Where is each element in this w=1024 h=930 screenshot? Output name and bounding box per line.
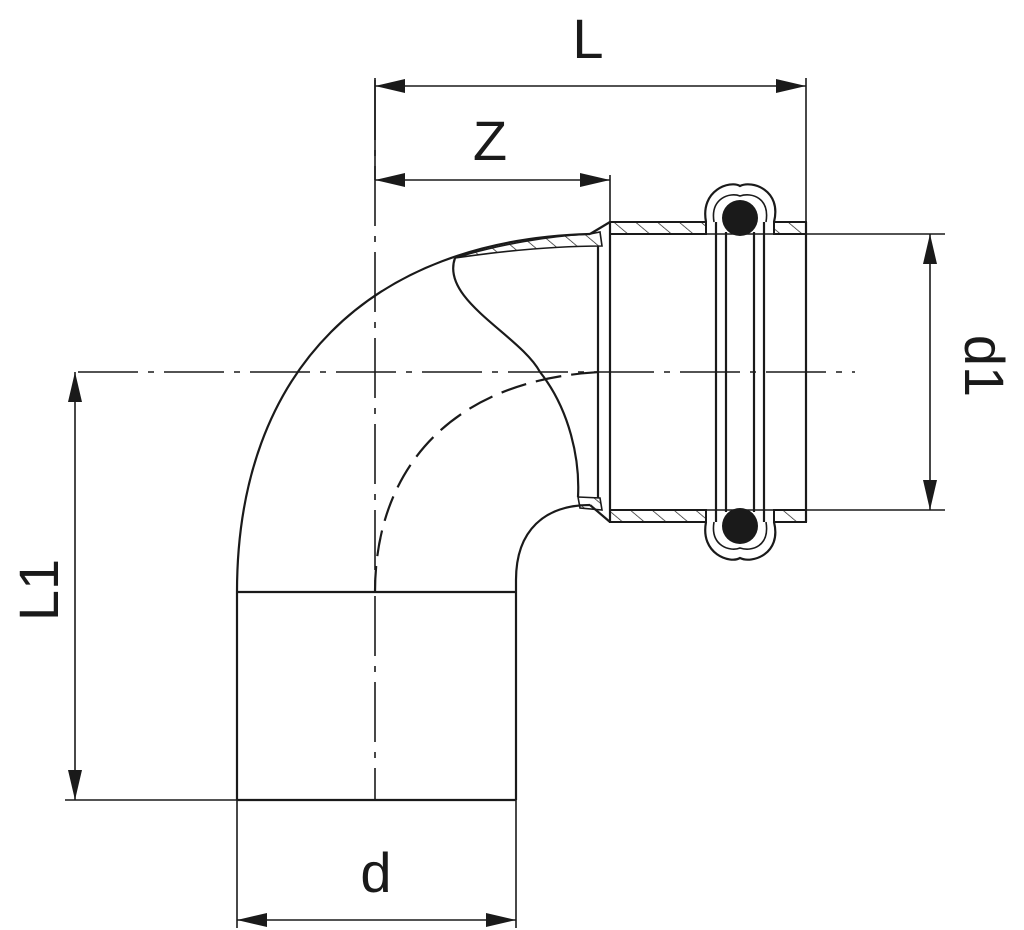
inner-bend-curve: [514, 503, 591, 592]
dimension-L1: L1: [7, 372, 82, 800]
dimension-d: d: [237, 841, 516, 927]
dimension-label-L1: L1: [7, 559, 70, 621]
bottom-o-ring: [722, 508, 758, 544]
bottom-bead-outer: [704, 521, 777, 561]
dimension-L: L: [375, 7, 806, 93]
elbow-body: [235, 232, 601, 802]
top-o-ring: [722, 200, 758, 236]
dimension-Z: Z: [375, 109, 610, 187]
press-socket: [589, 183, 808, 561]
dimension-label-d1: d1: [953, 335, 1016, 397]
dimension-label-d: d: [360, 841, 391, 904]
dimension-d1: d1: [923, 234, 1016, 510]
centerlines: [78, 80, 855, 800]
dimension-label-Z: Z: [473, 109, 507, 172]
outer-bend-curve: [235, 232, 591, 593]
hidden-bore-curve: [373, 370, 601, 593]
inner-wall-curve: [452, 257, 580, 498]
extension-lines: [65, 78, 945, 928]
dimension-label-L: L: [572, 7, 603, 70]
wall-sections: [454, 231, 603, 511]
top-bead-outer: [704, 183, 777, 223]
